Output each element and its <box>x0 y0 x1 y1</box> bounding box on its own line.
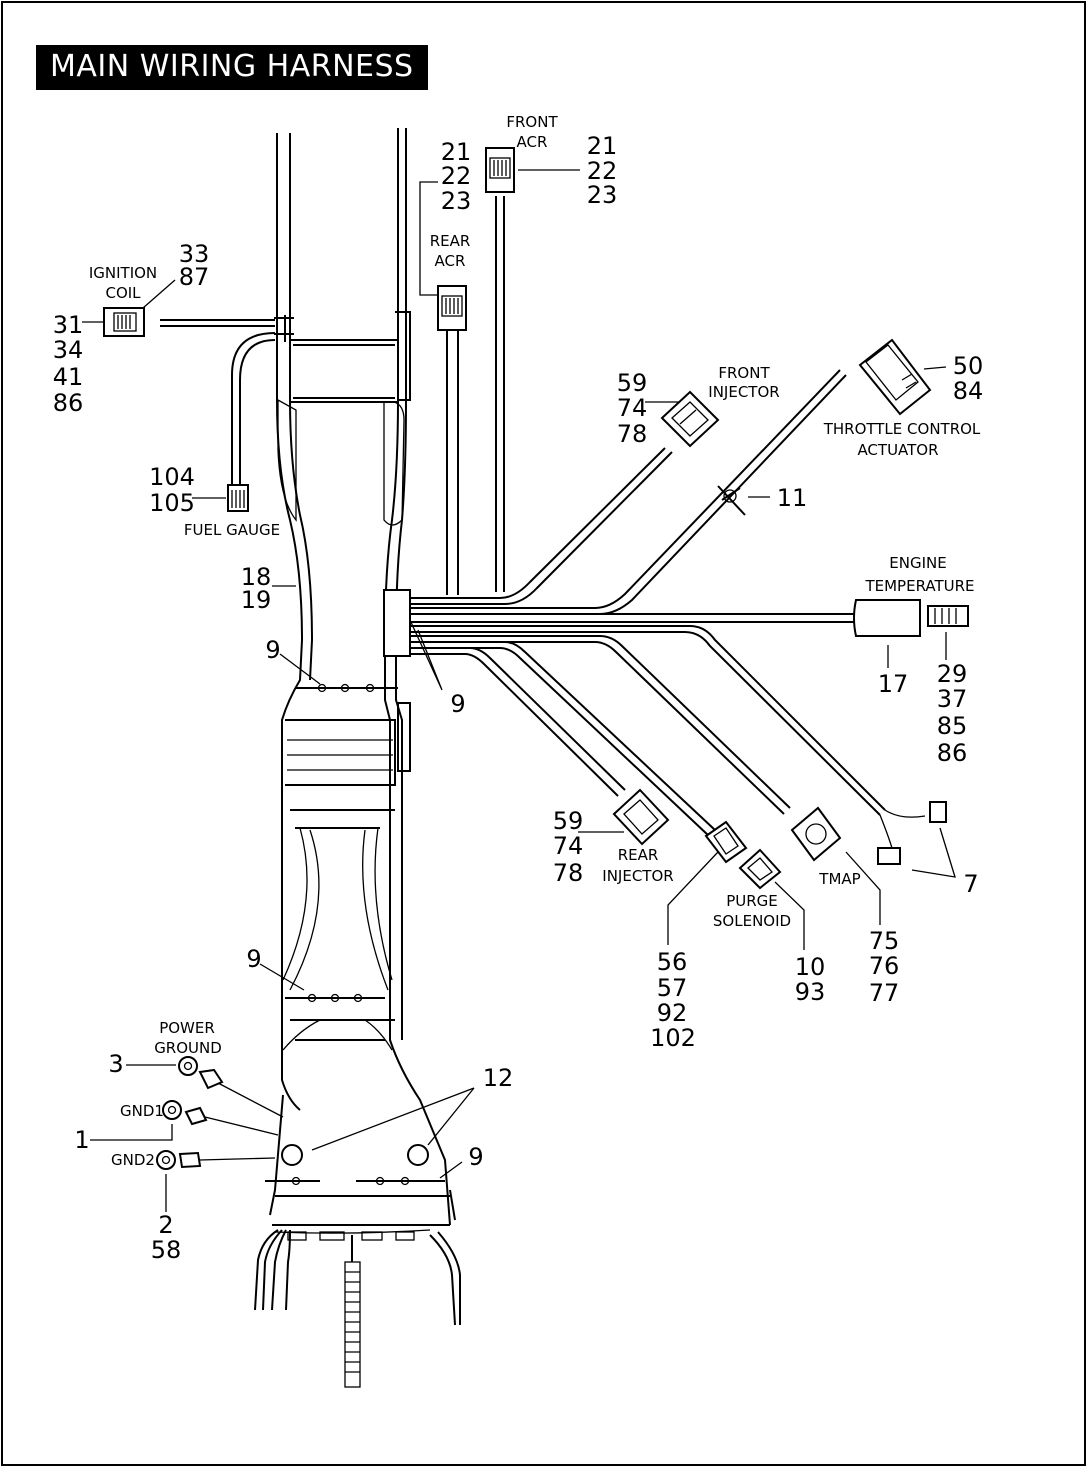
callout-tie-lower-right: 9 <box>468 1143 483 1171</box>
callout-grommets: 12 <box>483 1064 514 1092</box>
callout-tie-upper-left: 9 <box>265 636 280 664</box>
title-bar <box>36 45 428 90</box>
front-injector-connector <box>660 390 720 448</box>
engine-temperature-sensor <box>853 599 969 637</box>
rear-acr-connector <box>437 285 467 331</box>
motorcycle-frame <box>254 128 461 1388</box>
page-title: MAIN WIRING HARNESS <box>50 49 414 84</box>
callout-ends: 7 <box>963 870 978 898</box>
callout-engine-temperature-sensor: 17 <box>878 670 909 698</box>
ignition-coil-connector <box>103 307 145 337</box>
ground-terminals <box>156 1056 224 1170</box>
purge-solenoid <box>738 848 782 890</box>
clip <box>717 485 746 516</box>
callout-tie-lower-left: 9 <box>246 945 261 973</box>
callout-tie-upper-right: 9 <box>450 690 465 718</box>
label-fuel-gauge: FUEL GAUGE <box>184 521 280 539</box>
label-gnd2: GND2 <box>111 1151 155 1169</box>
purge-connector <box>704 820 748 864</box>
label-gnd1: GND1 <box>120 1102 164 1120</box>
harness-branches <box>160 196 886 1161</box>
label-tmap: TMAP <box>818 870 860 888</box>
harness-end-connectors <box>877 801 947 865</box>
rear-injector-connector <box>612 788 670 846</box>
front-acr-connector <box>485 147 515 193</box>
leader-lines <box>82 169 956 1212</box>
callout-gnd1: 1 <box>74 1126 89 1154</box>
tmap-connector <box>790 806 842 862</box>
callout-power-ground: 3 <box>108 1050 123 1078</box>
fuel-gauge-connector <box>227 484 249 512</box>
callout-clip: 11 <box>777 484 808 512</box>
throttle-control-actuator-connector <box>858 338 932 416</box>
